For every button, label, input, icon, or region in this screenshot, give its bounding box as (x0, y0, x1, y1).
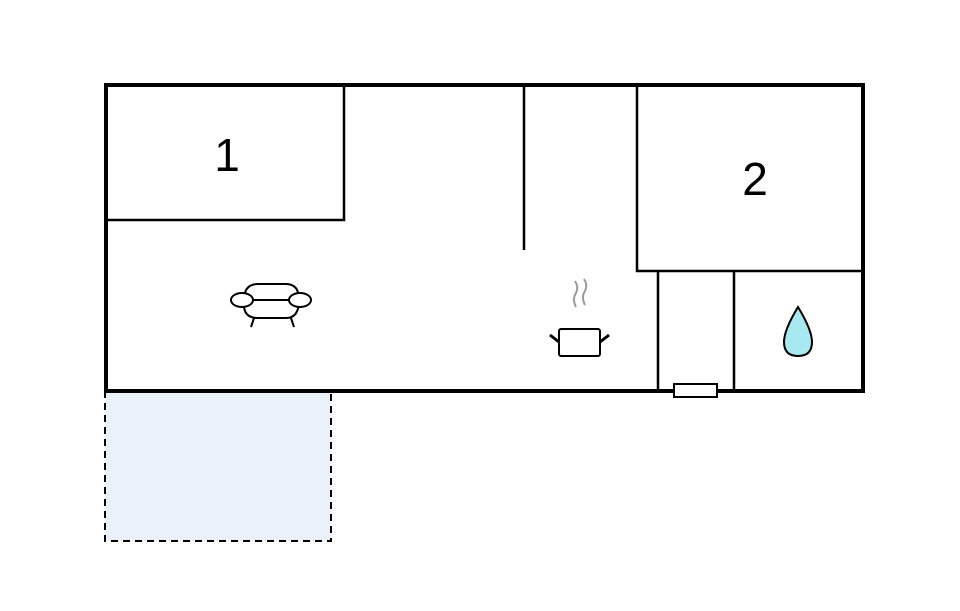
outer-wall (104, 83, 865, 393)
entrance-door (673, 383, 718, 398)
room-2-label: 2 (742, 153, 768, 205)
room-2-walls (635, 85, 863, 273)
terrace (104, 391, 332, 542)
armchair-icon (230, 283, 312, 328)
cooking-pot-icon (549, 278, 610, 357)
water-drop-icon (782, 305, 814, 358)
room-1-label: 1 (214, 129, 240, 181)
room-1-walls (106, 85, 346, 222)
